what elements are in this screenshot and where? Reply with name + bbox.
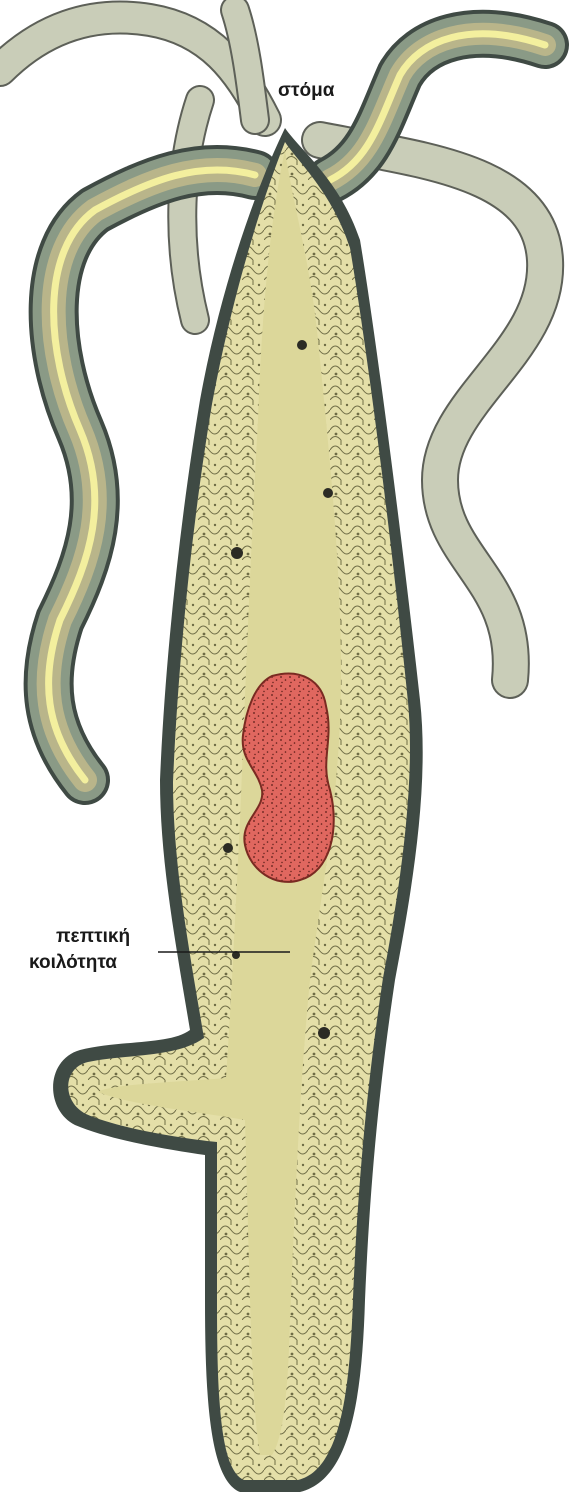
digestive-cavity-label-line2: κοιλότητα [29,950,117,975]
digestive-cavity-label-line1: πεπτική [56,924,130,949]
mouth-label: στόμα [278,78,334,103]
red-mass [243,674,334,882]
